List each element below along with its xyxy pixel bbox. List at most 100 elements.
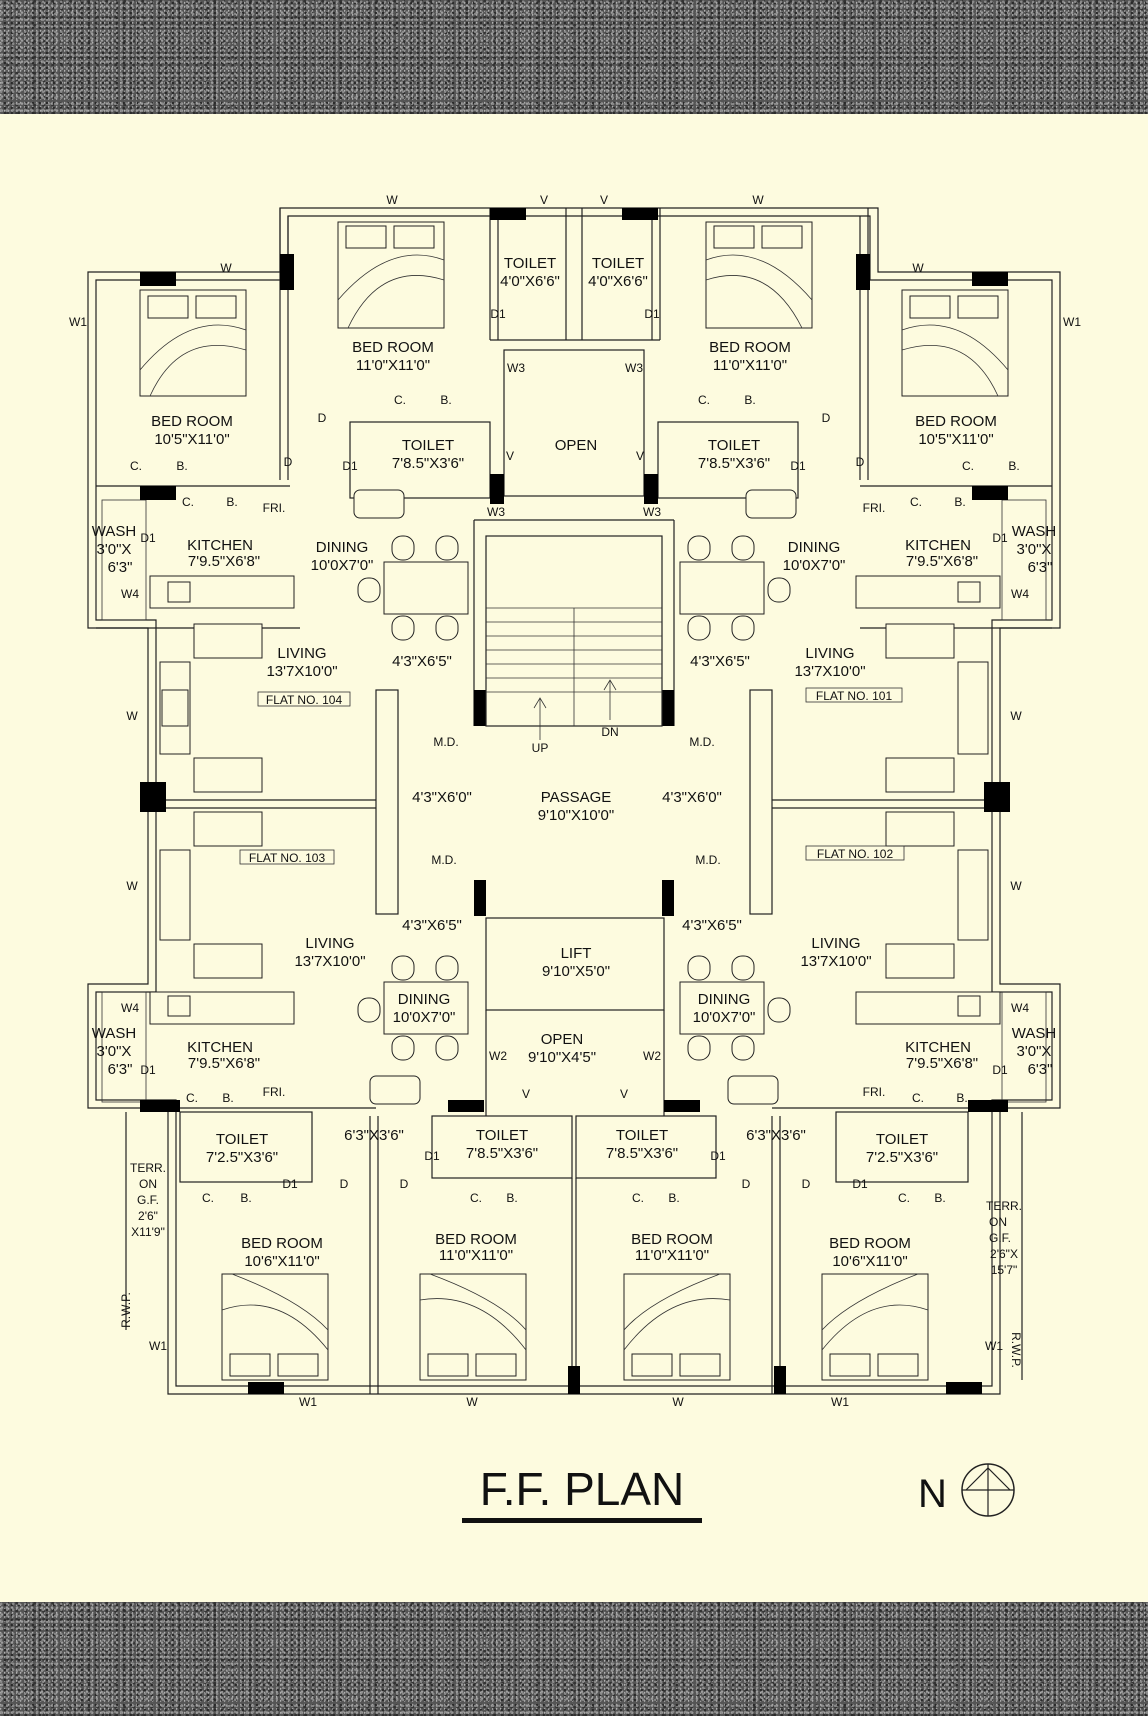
room-name: TOILET (504, 255, 556, 272)
fridge-mark: FRI. (863, 1085, 886, 1099)
door-mark: D1 (140, 1063, 156, 1077)
room-size: 4'0"X6'6" (588, 273, 648, 290)
columns (140, 208, 1010, 1394)
flat-number: FLAT NO. 101 (816, 689, 893, 703)
room-size: 11'0"X11'0" (635, 1247, 709, 1264)
cupboard-mark: B. (956, 1091, 967, 1105)
door-mark: D1 (282, 1177, 298, 1191)
cupboard-mark: B. (240, 1191, 251, 1205)
room-name: OPEN (555, 437, 598, 454)
vent-mark: V (620, 1087, 628, 1101)
room-name: KITCHEN (187, 537, 253, 554)
room-size: 10'0X7'0" (393, 1009, 456, 1026)
room-name: DINING (316, 539, 369, 556)
rain-water-pipe-label: R.W.P. (119, 1292, 133, 1328)
bed-icon (419, 1273, 527, 1381)
vent-mark: V (506, 449, 514, 463)
window-mark: W (126, 709, 138, 723)
window-mark: W3 (507, 361, 525, 375)
dimension: 4'3"X6'5" (402, 917, 462, 934)
kitchen-counters (149, 489, 1001, 1105)
room-size: 10'0X7'0" (783, 557, 846, 574)
window-mark: W1 (985, 1339, 1003, 1353)
bed-icon (221, 1273, 329, 1381)
room-size: 7'2.5"X3'6" (206, 1149, 278, 1166)
door-mark: D (340, 1177, 349, 1191)
window-mark: W3 (643, 505, 661, 519)
cupboard-mark: C. (394, 393, 406, 407)
rain-water-pipe-label: R.W.P. (1009, 1332, 1023, 1368)
room-name: TOILET (876, 1131, 928, 1148)
dining-table-icon (679, 535, 791, 641)
room-name: WASH (1012, 523, 1056, 540)
room-labels: BED ROOM 10'5"X11'0" BED ROOM 11'0"X11'0… (92, 255, 1056, 1277)
cupboard-mark: C. (962, 459, 974, 473)
vent-mark: V (522, 1087, 530, 1101)
room-name: BED ROOM (352, 339, 434, 356)
door-mark: D1 (852, 1177, 868, 1191)
cupboard-mark: C. (202, 1191, 214, 1205)
door-mark: D1 (992, 531, 1008, 545)
cupboard-mark: C. (182, 495, 194, 509)
window-mark: W1 (831, 1395, 849, 1409)
room-size: 13'7X10'0" (294, 953, 365, 970)
window-mark: W4 (121, 1001, 139, 1015)
room-name: BED ROOM (631, 1231, 713, 1248)
room-size: 7'8.5"X3'6" (698, 455, 770, 472)
terrace-label: ON (989, 1215, 1007, 1229)
dining-table-icon (357, 955, 469, 1061)
room-size: 7'8.5"X3'6" (606, 1145, 678, 1162)
room-name: BED ROOM (709, 339, 791, 356)
terrace-label: 2'6"X (990, 1247, 1018, 1261)
flat-number: FLAT NO. 104 (266, 693, 343, 707)
window-mark: W4 (1011, 587, 1029, 601)
room-name: LIVING (277, 645, 326, 662)
room-name: BED ROOM (241, 1235, 323, 1252)
room-size: 3'0"X (97, 541, 132, 558)
window-mark: W (126, 879, 138, 893)
door-mark: D1 (490, 307, 506, 321)
window-mark: W1 (69, 315, 87, 329)
window-mark: W4 (121, 587, 139, 601)
dimension-labels: 4'3"X6'5" 4'3"X6'5" 4'3"X6'0" 4'3"X6'0" … (344, 653, 806, 1144)
door-mark: D (822, 411, 831, 425)
room-name: DINING (788, 539, 841, 556)
room-size: 3'0"X (97, 1043, 132, 1060)
bed-icon (139, 289, 247, 397)
window-mark: W (386, 193, 398, 207)
fridge-mark: FRI. (863, 501, 886, 515)
bed-icon (901, 289, 1009, 397)
terrace-label: TERR. (130, 1161, 166, 1175)
room-size: 9'10"X10'0" (538, 807, 614, 824)
window-mark: W (1010, 879, 1022, 893)
room-name: DINING (398, 991, 451, 1008)
window-mark: W2 (643, 1049, 661, 1063)
window-mark: W2 (489, 1049, 507, 1063)
door-mark: D1 (140, 531, 156, 545)
room-name: TOILET (708, 437, 760, 454)
sofas (159, 623, 989, 979)
room-size: 3'0"X (1017, 1043, 1052, 1060)
window-mark: W1 (299, 1395, 317, 1409)
window-mark: W3 (625, 361, 643, 375)
room-size: 13'7X10'0" (266, 663, 337, 680)
room-name: TOILET (616, 1127, 668, 1144)
north-arrow-icon (961, 1463, 1015, 1517)
dining-table-icon (679, 955, 791, 1061)
beds (139, 221, 1009, 1381)
window-mark: W (220, 261, 232, 275)
bed-icon (337, 221, 445, 329)
room-name: BED ROOM (435, 1231, 517, 1248)
room-name: BED ROOM (829, 1235, 911, 1252)
cupboard-labels: C. B. C. B. C. B. C. B. C. B. C. B. FRI.… (130, 393, 1020, 1205)
window-mark: W (1010, 709, 1022, 723)
door-mark: D1 (644, 307, 660, 321)
cupboard-mark: C. (130, 459, 142, 473)
fridge-mark: FRI. (263, 501, 286, 515)
bed-icon (705, 221, 813, 329)
cupboard-mark: C. (470, 1191, 482, 1205)
main-door-mark: M.D. (689, 735, 714, 749)
room-name: WASH (1012, 1025, 1056, 1042)
main-door-mark: M.D. (431, 853, 456, 867)
